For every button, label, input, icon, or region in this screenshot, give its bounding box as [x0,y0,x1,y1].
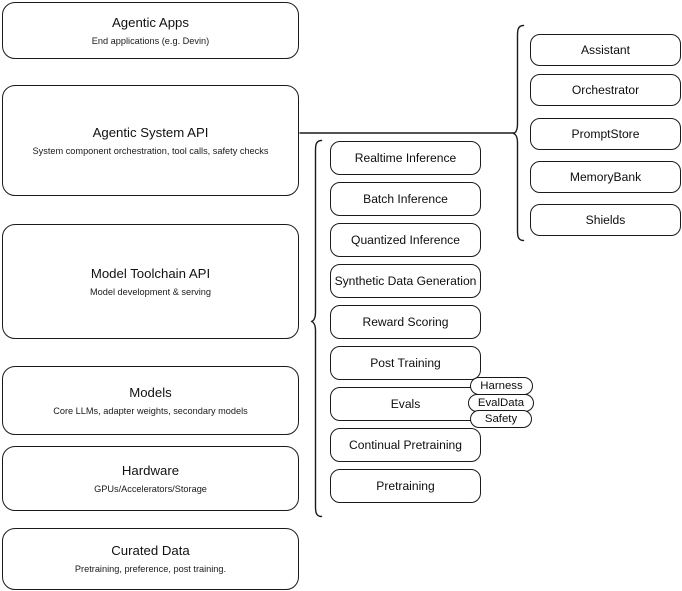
layer-subtitle: Core LLMs, adapter weights, secondary mo… [53,405,248,416]
capability-evals[interactable]: Evals [330,387,481,421]
capability-continual-pretraining[interactable]: Continual Pretraining [330,428,481,462]
capability-label: Batch Inference [363,192,448,206]
component-shields[interactable]: Shields [530,204,681,236]
evals-pill-label: Harness [480,380,523,392]
layer-title: Curated Data [111,543,190,558]
capability-realtime-inference[interactable]: Realtime Inference [330,141,481,175]
layer-title: Models [129,384,172,400]
capability-label: Pretraining [376,479,435,493]
layer-subtitle: GPUs/Accelerators/Storage [94,483,207,494]
evals-pill-label: Safety [484,413,518,425]
layer-hardware[interactable]: Hardware GPUs/Accelerators/Storage [2,446,299,511]
layer-subtitle: Pretraining, preference, post training. [74,564,227,574]
capability-label: Synthetic Data Generation [334,274,477,288]
component-assistant[interactable]: Assistant [530,34,681,66]
layer-title: Agentic Apps [112,14,189,30]
brace-system-components [512,24,525,242]
component-label: Orchestrator [571,83,640,97]
component-label: MemoryBank [569,170,642,184]
component-label: PromptStore [571,127,640,141]
capability-batch-inference[interactable]: Batch Inference [330,182,481,216]
capability-label: Reward Scoring [362,315,449,329]
layer-title: Hardware [121,462,180,478]
layer-model-toolchain-api[interactable]: Model Toolchain API Model development & … [2,224,299,339]
layer-title: Model Toolchain API [90,265,211,281]
evals-pill-label: EvalData [477,397,525,409]
capability-label: Continual Pretraining [349,438,462,452]
component-promptstore[interactable]: PromptStore [530,118,681,150]
evals-pill-safety[interactable]: Safety [470,410,532,428]
layer-subtitle: End applications (e.g. Devin) [91,35,210,46]
component-label: Shields [585,213,626,227]
capability-label: Realtime Inference [354,151,457,165]
layer-subtitle: System component orchestration, tool cal… [32,145,269,156]
capability-synthetic-data-generation[interactable]: Synthetic Data Generation [330,264,481,298]
capability-pretraining[interactable]: Pretraining [330,469,481,503]
capability-reward-scoring[interactable]: Reward Scoring [330,305,481,339]
component-label: Assistant [580,43,631,57]
component-orchestrator[interactable]: Orchestrator [530,74,681,106]
component-memorybank[interactable]: MemoryBank [530,161,681,193]
capability-label: Quantized Inference [351,233,460,247]
layer-agentic-apps[interactable]: Agentic Apps End applications (e.g. Devi… [2,2,299,59]
layer-curated-data[interactable]: Curated Data Pretraining, preference, po… [2,528,299,590]
capability-quantized-inference[interactable]: Quantized Inference [330,223,481,257]
layer-agentic-system-api[interactable]: Agentic System API System component orch… [2,85,299,196]
layer-subtitle: Model development & serving [89,286,212,297]
evals-pill-harness[interactable]: Harness [470,377,533,395]
capability-label: Post Training [370,356,441,370]
layer-models[interactable]: Models Core LLMs, adapter weights, secon… [2,366,299,435]
capability-post-training[interactable]: Post Training [330,346,481,380]
brace-toolchain [310,139,323,518]
capability-label: Evals [390,397,421,411]
layer-title: Agentic System API [92,124,209,140]
